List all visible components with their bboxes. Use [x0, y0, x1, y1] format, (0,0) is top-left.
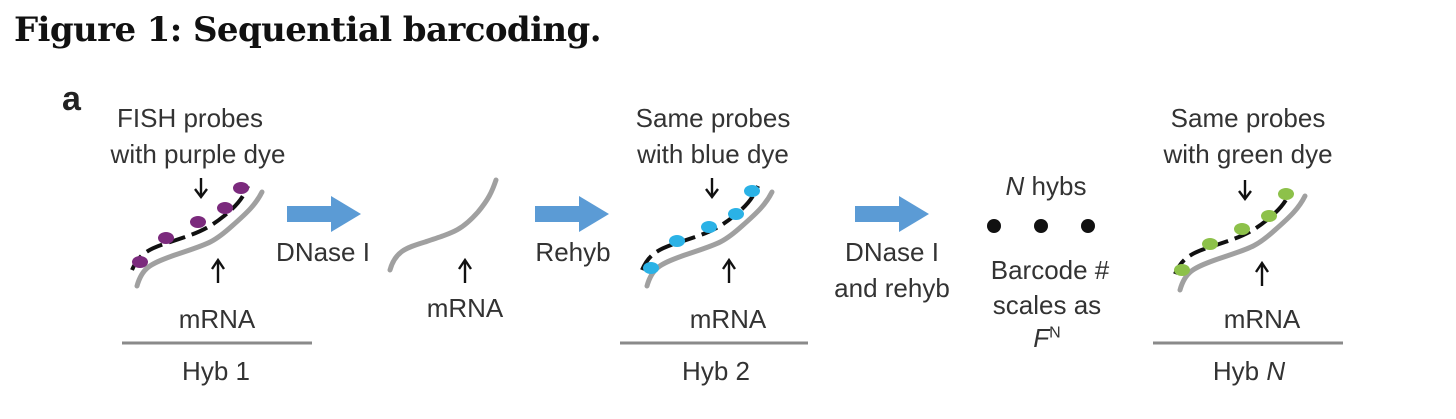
hybn-label: Hyb N — [1213, 353, 1285, 389]
hybn-probes — [1174, 188, 1294, 276]
panel-label: a — [62, 80, 81, 118]
step3-label-line1: DNase I — [845, 237, 939, 267]
hyb1-up-arrow — [210, 258, 226, 285]
hyb2-probe-line1: Same probes — [635, 103, 791, 133]
hybn-probe-line2: with green dye — [1163, 139, 1333, 169]
hyb1-probes — [132, 182, 249, 268]
step3-label-line2: and rehyb — [834, 273, 950, 303]
hyb1-target-label: mRNA — [178, 304, 256, 334]
barcode-line1: Barcode # — [990, 255, 1110, 285]
n-superscript: N — [1049, 324, 1061, 342]
ellipsis-dots — [987, 219, 1095, 233]
barcode-formula: FN — [1033, 320, 1060, 356]
mrna-only-strand — [387, 177, 499, 273]
hyb2-down-arrow — [704, 176, 720, 199]
hyb1-label: Hyb 1 — [182, 356, 250, 386]
step3-arrow — [855, 196, 929, 232]
hybn-label-var: N — [1266, 356, 1286, 386]
hybn-down-arrow — [1237, 178, 1253, 201]
hybn-probe-line1: Same probes — [1170, 103, 1326, 133]
hyb2-target-label: mRNA — [689, 304, 767, 334]
hyb1-down-arrow — [193, 176, 209, 199]
f-variable: F — [1033, 323, 1050, 353]
hybn-up-arrow — [1254, 261, 1270, 288]
hybn-target-label: mRNA — [1223, 304, 1301, 334]
hyb2-probes — [643, 185, 760, 274]
hyb2-strands — [642, 186, 772, 286]
figure-title: Figure 1: Sequential barcoding. — [14, 10, 602, 50]
hyb1-probe-line1: FISH probes — [117, 103, 263, 133]
hyb1-strands — [132, 186, 262, 286]
step2-arrow — [535, 196, 609, 232]
hyb1-probe-line2: with purple dye — [110, 139, 286, 169]
hyb2-probe-line2: with blue dye — [637, 139, 789, 169]
hybn-label-prefix: Hyb — [1212, 356, 1267, 386]
hyb2-up-arrow — [721, 258, 737, 285]
mrna-only-target-label: mRNA — [426, 293, 504, 323]
n-hybs-label: N hybs — [1006, 168, 1087, 204]
step1-arrow — [287, 196, 361, 232]
step1-label: DNase I — [276, 237, 370, 267]
n-variable: N — [1005, 171, 1025, 201]
hybs-word: hybs — [1024, 171, 1087, 201]
step2-label: Rehyb — [535, 237, 611, 267]
hyb2-label: Hyb 2 — [682, 356, 750, 386]
mrna-only-up-arrow — [457, 258, 473, 285]
hybn-strands — [1175, 190, 1305, 290]
barcode-line2: scales as — [992, 290, 1102, 320]
